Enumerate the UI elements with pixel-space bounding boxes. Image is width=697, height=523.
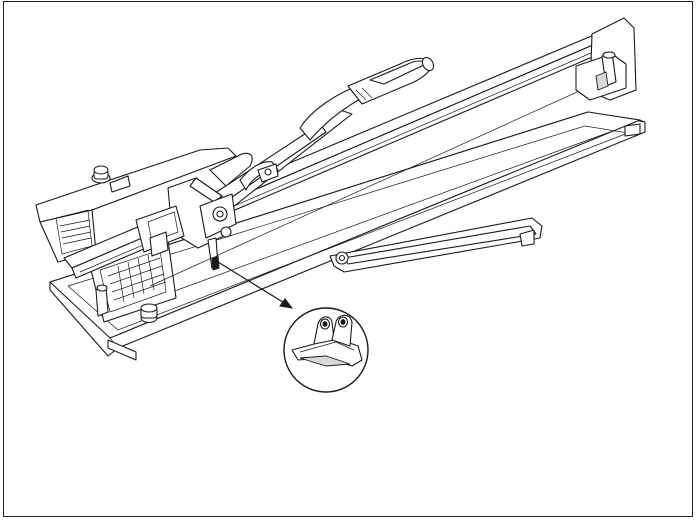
detail-magnifier [283,307,369,393]
mid-bracket [257,163,279,183]
page-border [3,1,693,517]
left-post [95,284,109,317]
adjustment-knob-front [140,303,158,324]
breaking-foot [291,314,363,367]
lever-handle [199,56,435,215]
adjustment-knob-left [91,165,131,193]
right-end-block [575,17,637,101]
scoring-carriage [135,177,237,271]
extension-arm [329,217,543,273]
callout-arrow [217,261,294,309]
